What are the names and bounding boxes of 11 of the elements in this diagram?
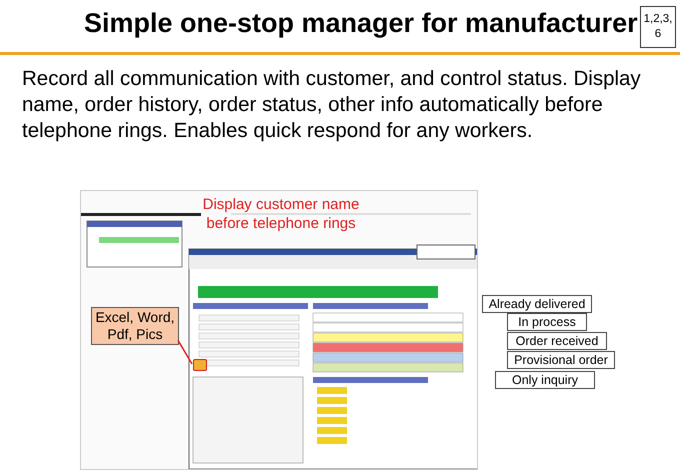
status-label: Order received bbox=[507, 332, 607, 350]
note-box: Excel, Word, Pdf, Pics bbox=[91, 307, 179, 345]
file-icon bbox=[193, 359, 207, 371]
description-paragraph: Record all communication with customer, and control status. Display name, order history, order status, other info automatically before telephone rings. Enables quick respond for any workers. bbox=[22, 66, 642, 144]
status-label: In process bbox=[507, 313, 587, 331]
status-label: Only inquiry bbox=[495, 371, 595, 389]
status-label: Already delivered bbox=[482, 295, 592, 313]
callout-text: Display customer name before telephone rings bbox=[201, 193, 361, 235]
page-number: 1,2,3, 6 bbox=[640, 6, 676, 48]
title: Simple one-stop manager for manufacturer bbox=[84, 8, 638, 39]
status-label: Provisional order bbox=[507, 351, 615, 369]
